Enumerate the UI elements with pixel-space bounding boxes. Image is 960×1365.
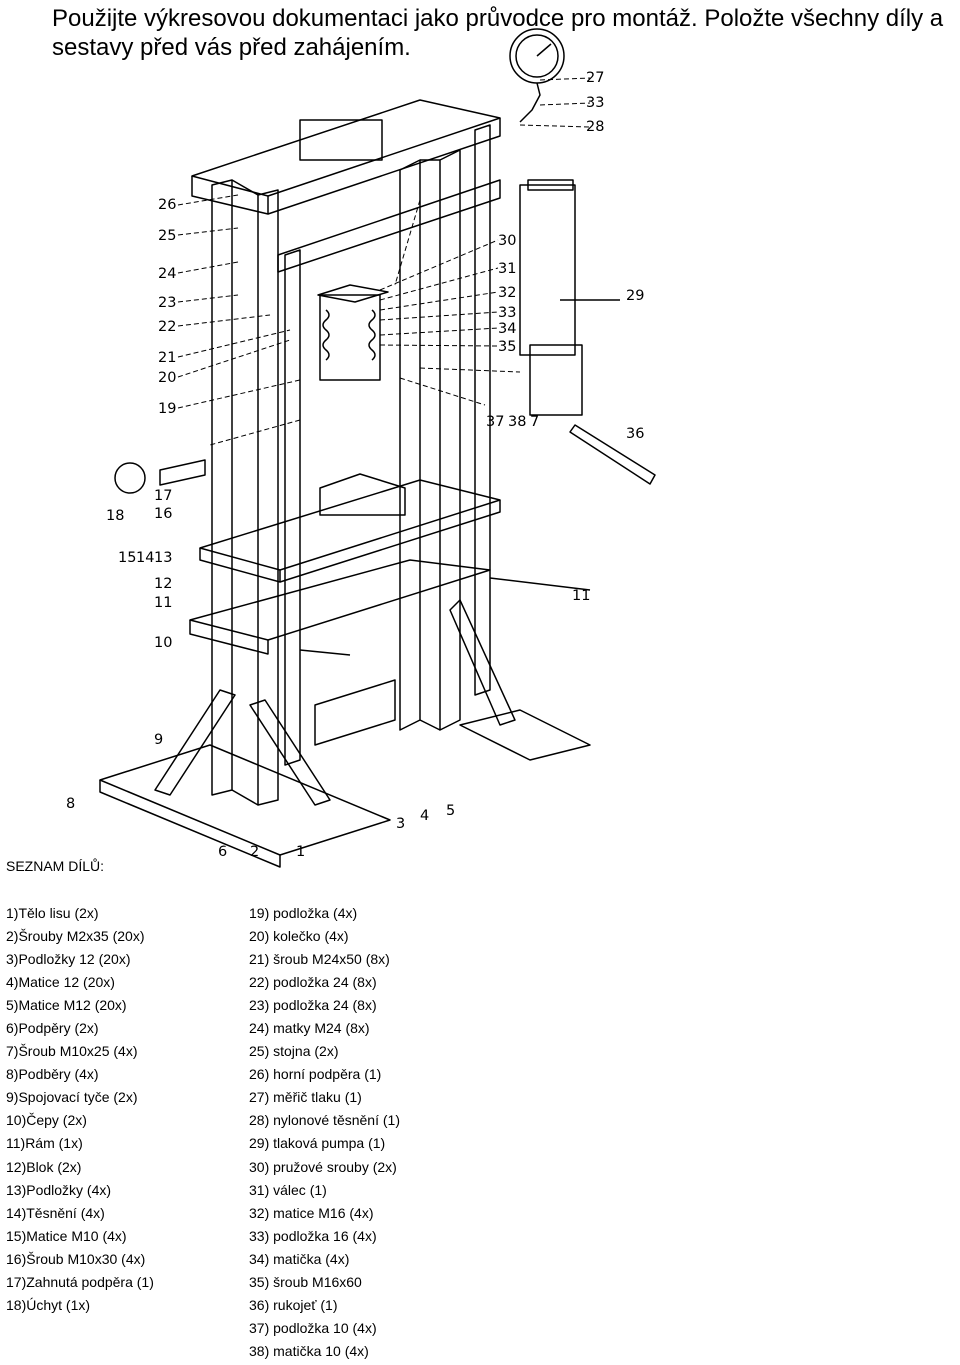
list-item: 7)Šroub M10x25 (4x) [6,1043,138,1060]
top-beam [191,99,501,197]
callout-24: 24 [158,266,176,282]
base-foot [99,744,391,856]
callout-37: 37 [486,414,504,430]
list-item: 22) podložka 24 (8x) [249,974,377,991]
callout-27: 27 [586,70,604,86]
callout-1: 1 [296,844,305,860]
list-item: 19) podložka (4x) [249,905,358,921]
callout-12: 12 [154,576,172,592]
callout-28: 28 [586,119,604,135]
hydraulic-cylinder [319,294,381,381]
callout-25: 25 [158,228,176,244]
work-table [199,479,501,571]
callout-31: 31 [498,261,516,277]
parts-list-left: 1)Tělo lisu (2x) 2)Šrouby M2x35 (20x) 3)… [6,904,154,1319]
callout-21: 21 [158,350,176,366]
list-item: 3)Podložky 12 (20x) [6,951,131,968]
hydraulic-pump [519,184,576,356]
list-item: 23) podložka 24 (8x) [249,997,377,1014]
list-item: 35) šroub M16x60 [249,1273,362,1290]
support-leg [154,689,236,796]
list-item: 26) horní podpěra (1) [249,1066,382,1083]
list-item: 18)Úchyt (1x) [6,1296,91,1313]
list-item: 28) nylonové těsnění (1) [249,1112,400,1129]
callout-38: 38 [508,414,526,430]
callout-26: 26 [158,197,176,213]
callout-34: 34 [498,321,516,337]
page-title: Použijte výkresovou dokumentaci jako prů… [52,5,944,61]
list-item: 11)Rám (1x) [6,1135,83,1152]
callout-20: 20 [158,370,176,386]
list-item: 34) matička (4x) [249,1250,350,1267]
list-item: 38) matička 10 (4x) [249,1342,369,1359]
callout-33b: 33 [498,305,516,321]
list-item: 1)Tělo lisu (2x) [6,905,99,921]
callout-30: 30 [498,233,516,249]
parts-list-right: 19) podložka (4x) 20) kolečko (4x) 21) š… [249,904,400,1365]
list-item: 24) matky M24 (8x) [249,1020,370,1037]
parts-list-heading: SEZNAM DÍLŮ: [6,858,105,874]
callout-15: 15 [118,550,136,566]
list-item: 2)Šrouby M2x35 (20x) [6,928,145,945]
drawing-callouts: 27 33 28 26 25 24 23 22 21 20 19 30 31 3… [66,70,644,860]
list-item: 10)Čepy (2x) [6,1112,87,1129]
hydraulic-press-exploded-drawing: 27 33 28 26 25 24 23 22 21 20 19 30 31 3… [66,28,656,868]
list-item: 32) matice M16 (4x) [249,1204,374,1221]
list-item: 25) stojna (2x) [249,1043,339,1060]
callout-3: 3 [396,816,405,832]
callout-11: 11 [154,595,172,611]
callout-14: 14 [136,550,154,566]
callout-32: 32 [498,285,516,301]
callout-19: 19 [158,401,176,417]
list-item: 14)Těsnění (4x) [6,1204,105,1221]
callout-36: 36 [626,426,644,442]
callout-8: 8 [66,796,75,812]
list-item: 6)Podpěry (2x) [6,1020,99,1037]
list-item: 4)Matice 12 (20x) [6,974,115,991]
list-item: 17)Zahnutá podpěra (1) [6,1273,154,1290]
list-item: 9)Spojovací tyče (2x) [6,1089,138,1106]
callout-4: 4 [420,808,429,824]
callout-9: 9 [154,732,163,748]
callout-23: 23 [158,295,176,311]
callout-35: 35 [498,339,516,355]
pump-handle [569,424,656,485]
callout-16: 16 [154,506,172,522]
callout-5: 5 [446,803,455,819]
callout-33: 33 [586,95,604,111]
callout-18: 18 [106,508,124,524]
callout-7: 7 [530,414,539,430]
list-item: 16)Šroub M10x30 (4x) [6,1250,146,1267]
callout-17: 17 [154,488,172,504]
callout-13: 13 [154,550,172,566]
list-item: 12)Blok (2x) [6,1158,82,1175]
list-item: 20) kolečko (4x) [249,928,349,945]
callout-2: 2 [250,844,259,860]
callout-10: 10 [154,635,172,651]
left-upright [211,179,233,796]
list-item: 21) šroub M24x50 (8x) [249,951,390,968]
list-item: 31) válec (1) [249,1181,327,1198]
list-item: 37) podložka 10 (4x) [249,1319,377,1336]
list-item: 13)Podložky (4x) [6,1181,112,1198]
list-item: 36) rukojeť (1) [249,1296,338,1313]
list-item: 29) tlaková pumpa (1) [249,1135,386,1152]
list-item: 8)Podběry (4x) [6,1066,99,1083]
callout-6: 6 [218,844,227,860]
callout-11b: 11 [572,588,590,604]
callout-22: 22 [158,319,176,335]
list-item: 5)Matice M12 (20x) [6,997,127,1014]
list-item: 27) měřič tlaku (1) [249,1089,362,1106]
list-item: 30) pružové srouby (2x) [249,1158,397,1175]
right-upright [399,159,421,731]
list-item: 33) podložka 16 (4x) [249,1227,377,1244]
callout-29: 29 [626,288,644,304]
list-item: 15)Matice M10 (4x) [6,1227,127,1244]
